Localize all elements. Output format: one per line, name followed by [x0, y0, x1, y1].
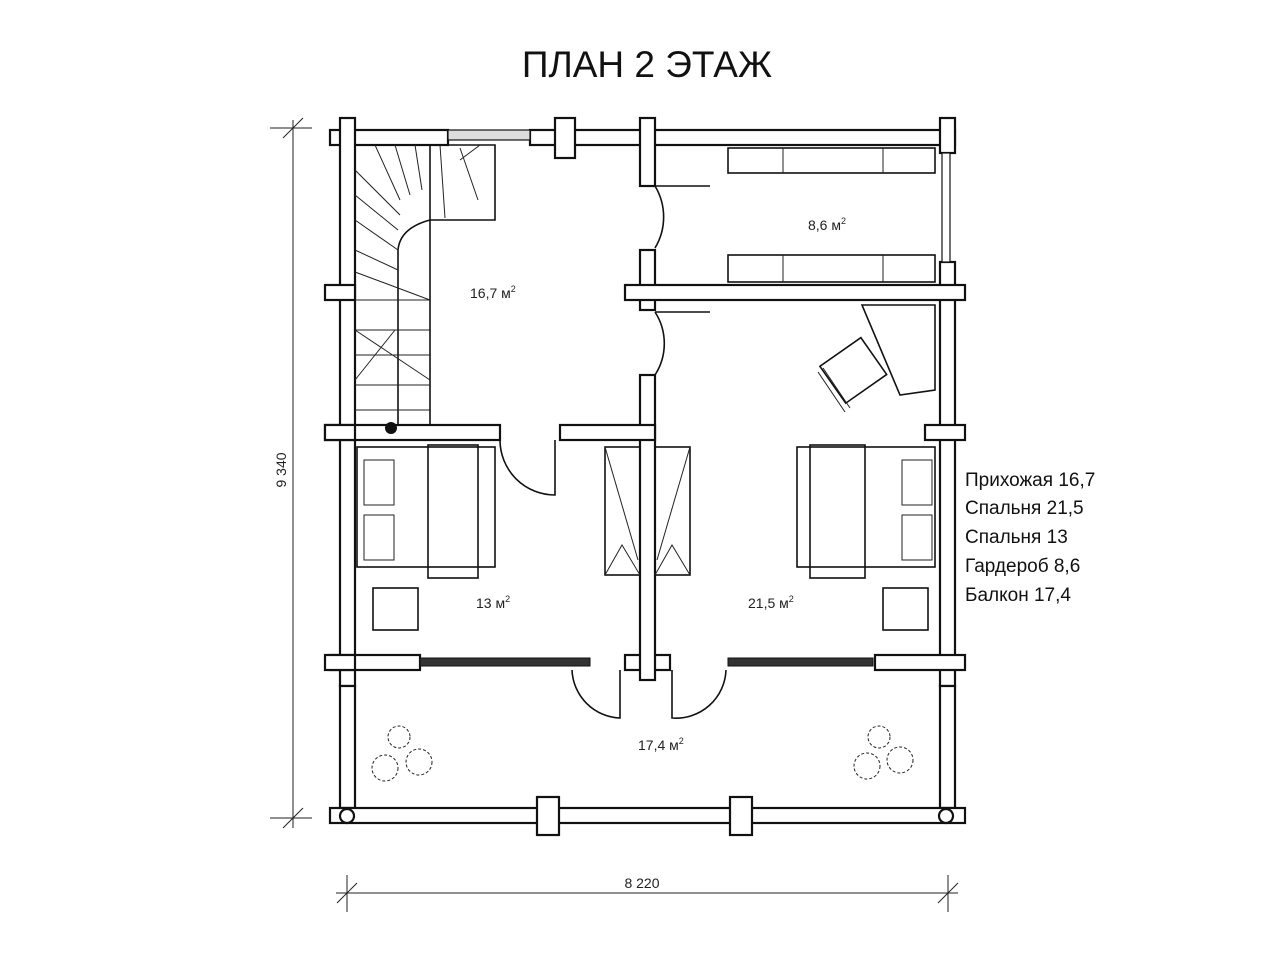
- room-area-bedroom-small: 13 м2: [476, 594, 510, 611]
- walls: [323, 116, 967, 837]
- closet-middle: [604, 446, 691, 576]
- room-area-balcony: 17,4 м2: [638, 736, 684, 753]
- plan-title: ПЛАН 2 ЭТАЖ: [522, 44, 772, 85]
- svg-text:9 340: 9 340: [273, 452, 289, 487]
- desk: [817, 304, 936, 413]
- room-area-bedroom-large: 21,5 м2: [748, 594, 794, 611]
- area-legend: Прихожая 16,7 Спальня 21,5 Спальня 13 Га…: [965, 470, 1095, 606]
- dimension-vertical: 9 340: [270, 117, 312, 829]
- dimension-horizontal: 8 220: [336, 875, 959, 912]
- room-area-wardrobe: 8,6 м2: [808, 216, 846, 233]
- bed-large: [796, 444, 936, 631]
- legend-item: Прихожая 16,7: [965, 470, 1095, 491]
- legend-item: Спальня 21,5: [965, 498, 1084, 519]
- plants: [371, 725, 914, 782]
- legend-item: Гардероб 8,6: [965, 556, 1080, 577]
- legend-item: Спальня 13: [965, 527, 1068, 548]
- closets: [727, 147, 936, 283]
- staircase: [354, 144, 496, 434]
- room-area-hall: 16,7 м2: [470, 284, 516, 301]
- doors: [499, 185, 727, 719]
- bed-small: [356, 444, 496, 631]
- legend-item: Балкон 17,4: [965, 585, 1071, 606]
- svg-text:8 220: 8 220: [624, 875, 659, 891]
